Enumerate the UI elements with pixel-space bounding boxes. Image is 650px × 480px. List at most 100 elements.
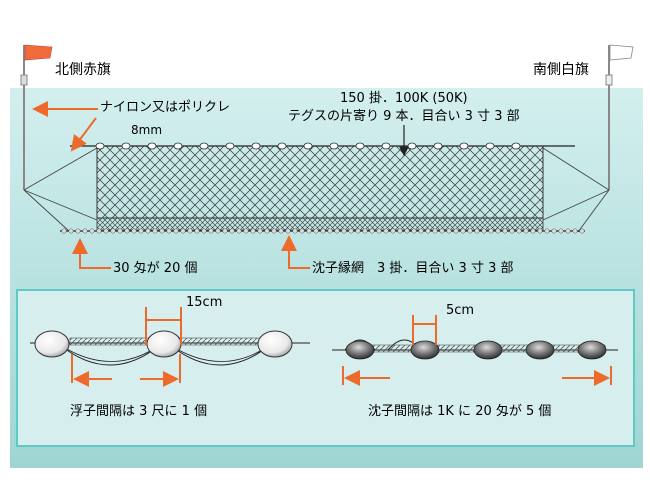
sinker-bead [362, 228, 368, 234]
float-bead [485, 142, 495, 150]
float-bead [251, 142, 261, 150]
north-flag [20, 44, 53, 190]
sinker-dimension-label: 5cm [446, 303, 475, 318]
sinker-bead [390, 228, 396, 234]
sinker-bead [271, 228, 277, 234]
main-net [96, 145, 544, 219]
sinker-bead [257, 228, 263, 234]
sinker-bead [215, 228, 221, 234]
sinker-bead [138, 228, 144, 234]
sinker-bead [544, 228, 550, 234]
float-bead [407, 142, 417, 150]
bottom-net-label: 沈子縁網 3 掛．目合い 3 寸 3 部 [312, 261, 514, 276]
sinker-bead [194, 228, 200, 234]
sinker-bead [292, 228, 298, 234]
sinker-bead [467, 228, 473, 234]
sinker-bead [96, 228, 102, 234]
sinker-bead [565, 228, 571, 234]
sinker-bead [397, 228, 403, 234]
sinker-detail [332, 339, 618, 360]
float-bead [329, 142, 339, 150]
sinker-bead [306, 228, 312, 234]
rope-size-label: 8mm [131, 123, 163, 137]
float-bead [277, 142, 287, 150]
sinker-bead [516, 228, 522, 234]
sinker-bead [537, 228, 543, 234]
sinker-bead [495, 228, 501, 234]
sinker-bead [131, 228, 137, 234]
sinker-bead [187, 228, 193, 234]
sinker-bead [173, 228, 179, 234]
net-spec-line2: テグスの片寄り 9 本．目合い 3 寸 3 部 [288, 109, 520, 124]
float-bead [381, 142, 391, 150]
sinker-bead [250, 228, 256, 234]
sinker-bead [488, 228, 494, 234]
sinker-bead [530, 228, 536, 234]
sinker-bead [124, 228, 130, 234]
sinker-bead [201, 228, 207, 234]
sinker-bead [474, 228, 480, 234]
sinker-bead [222, 228, 228, 234]
sinker-bead [82, 228, 88, 234]
sinker-bead [110, 228, 116, 234]
sinker-bead [320, 228, 326, 234]
sinker-bead [551, 228, 557, 234]
sinker-bead [229, 228, 235, 234]
rope-label: ナイロン又はポリクレ [100, 100, 231, 115]
top-arrows [32, 101, 310, 269]
sinker-bead [117, 228, 123, 234]
float-interval-caption: 浮子間隔は 3 尺に 1 個 [70, 404, 208, 419]
sinker-bead [152, 228, 158, 234]
sinker-bead [236, 228, 242, 234]
sinker-bead [208, 228, 214, 234]
sinker-bead [278, 228, 284, 234]
sinker-bead [418, 228, 424, 234]
sinker-bead [145, 228, 151, 234]
sinker-bead [68, 228, 74, 234]
sinker-bead [180, 228, 186, 234]
top-float-row [95, 142, 521, 150]
sinker-bead [579, 228, 585, 234]
sinker-weight [577, 340, 607, 360]
sinker-bead [453, 228, 459, 234]
sinker-dimension-marks [342, 315, 612, 386]
float-bead [511, 142, 521, 150]
sinker-bead [446, 228, 452, 234]
float-dimension-label: 15cm [186, 295, 223, 310]
sinker-bead [369, 228, 375, 234]
sinker-bead [243, 228, 249, 234]
sinker-bead [502, 228, 508, 234]
sinker-bead [558, 228, 564, 234]
float-bead [121, 142, 131, 150]
sinker-bead [103, 228, 109, 234]
sinker-bead [411, 228, 417, 234]
float-bead [225, 142, 235, 150]
bottom-edge-net [96, 217, 544, 231]
sinker-bead [460, 228, 466, 234]
float-bead [173, 142, 183, 150]
sinker-bead [299, 228, 305, 234]
float-bead [459, 142, 469, 150]
float-bead [95, 142, 105, 150]
side-ropes [23, 147, 610, 233]
sinker-bead [341, 228, 347, 234]
float-bead [147, 142, 157, 150]
sinker-bead [348, 228, 354, 234]
float-dimension-marks [71, 307, 182, 387]
sinker-weight [410, 340, 440, 360]
sinker-bead [327, 228, 333, 234]
sinker-bead [425, 228, 431, 234]
float-bead [433, 142, 443, 150]
sinker-weight [473, 340, 503, 360]
sinker-bead [376, 228, 382, 234]
sinker-bead [313, 228, 319, 234]
sinker-bead [75, 228, 81, 234]
sinker-bead [439, 228, 445, 234]
detail-panel [16, 289, 635, 447]
north-flag-label: 北側赤旗 [55, 62, 111, 78]
sinker-bead [264, 228, 270, 234]
sinker-bead [383, 228, 389, 234]
sinker-bead [89, 228, 95, 234]
